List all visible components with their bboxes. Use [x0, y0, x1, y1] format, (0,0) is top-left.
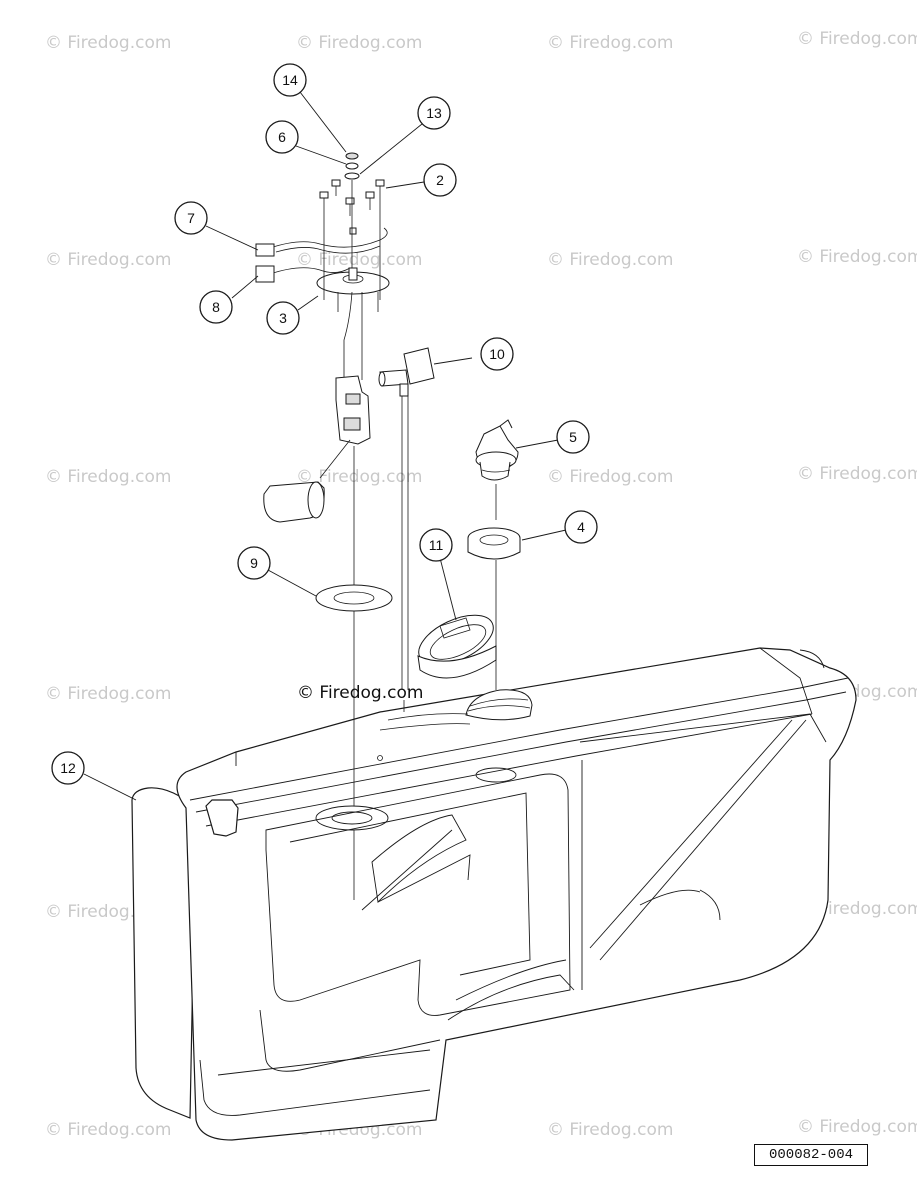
callout-3: 3 — [266, 301, 300, 335]
svg-text:10: 10 — [489, 346, 505, 362]
nut-14 — [345, 152, 359, 160]
watermark: © Firedog.com — [45, 1120, 171, 1140]
svg-text:6: 6 — [278, 129, 286, 145]
watermark: © Firedog.com — [797, 29, 917, 49]
washer-6 — [345, 162, 359, 170]
svg-text:4: 4 — [577, 519, 585, 535]
svg-text:2: 2 — [436, 172, 444, 188]
diagram-reference-number: 000082-004 — [754, 1144, 868, 1166]
callout-9: 9 — [237, 546, 271, 580]
watermark: © Firedog.com — [797, 464, 917, 484]
callout-12: 12 — [51, 751, 85, 785]
watermark: © Firedog.com — [45, 467, 171, 487]
callout-8: 8 — [199, 290, 233, 324]
connector-7 — [255, 243, 275, 257]
watermark: © Firedog.com — [296, 33, 422, 53]
retaining-ring — [417, 614, 497, 679]
vent-valve — [378, 347, 435, 712]
callout-5: 5 — [556, 420, 590, 454]
svg-text:14: 14 — [282, 72, 298, 88]
svg-text:3: 3 — [279, 310, 287, 326]
filler-cap — [475, 419, 519, 520]
center-watermark: © Firedog.com — [297, 683, 424, 703]
callout-14: 14 — [273, 63, 307, 97]
fuel-sender-assembly — [255, 152, 390, 523]
pump-opening — [315, 805, 389, 831]
svg-text:9: 9 — [250, 555, 258, 571]
gasket — [315, 584, 393, 612]
watermark: © Firedog.com — [45, 33, 171, 53]
svg-text:7: 7 — [187, 210, 195, 226]
callout-4: 4 — [564, 510, 598, 544]
watermark: © Firedog.com — [547, 1120, 673, 1140]
svg-text:8: 8 — [212, 299, 220, 315]
grommet — [467, 527, 521, 690]
fuel-tank — [131, 647, 857, 1141]
watermark: © Firedog.com — [547, 33, 673, 53]
callout-2: 2 — [423, 163, 457, 197]
watermark: © Firedog.com — [797, 1117, 917, 1137]
callout-6: 6 — [265, 120, 299, 154]
washer-13 — [344, 172, 360, 180]
vent-opening — [475, 767, 517, 783]
callout-10: 10 — [480, 337, 514, 371]
watermark: © Firedog.com — [547, 467, 673, 487]
watermark: © Firedog.com — [547, 250, 673, 270]
connector-8 — [255, 265, 275, 283]
filler-neck — [465, 689, 533, 721]
callout-7: 7 — [174, 201, 208, 235]
leader-lines — [83, 91, 567, 801]
watermark: © Firedog.com — [45, 250, 171, 270]
screws — [319, 179, 385, 235]
callout-13: 13 — [417, 96, 451, 130]
svg-text:11: 11 — [429, 537, 444, 553]
watermark: © Firedog.com — [45, 684, 171, 704]
svg-text:5: 5 — [569, 429, 577, 445]
watermark: © Firedog.com — [296, 250, 422, 270]
svg-text:12: 12 — [60, 760, 76, 776]
callout-11: 11 — [419, 528, 453, 562]
svg-text:13: 13 — [426, 105, 442, 121]
watermark: © Firedog.com — [797, 247, 917, 267]
watermark: © Firedog.com — [296, 467, 422, 487]
